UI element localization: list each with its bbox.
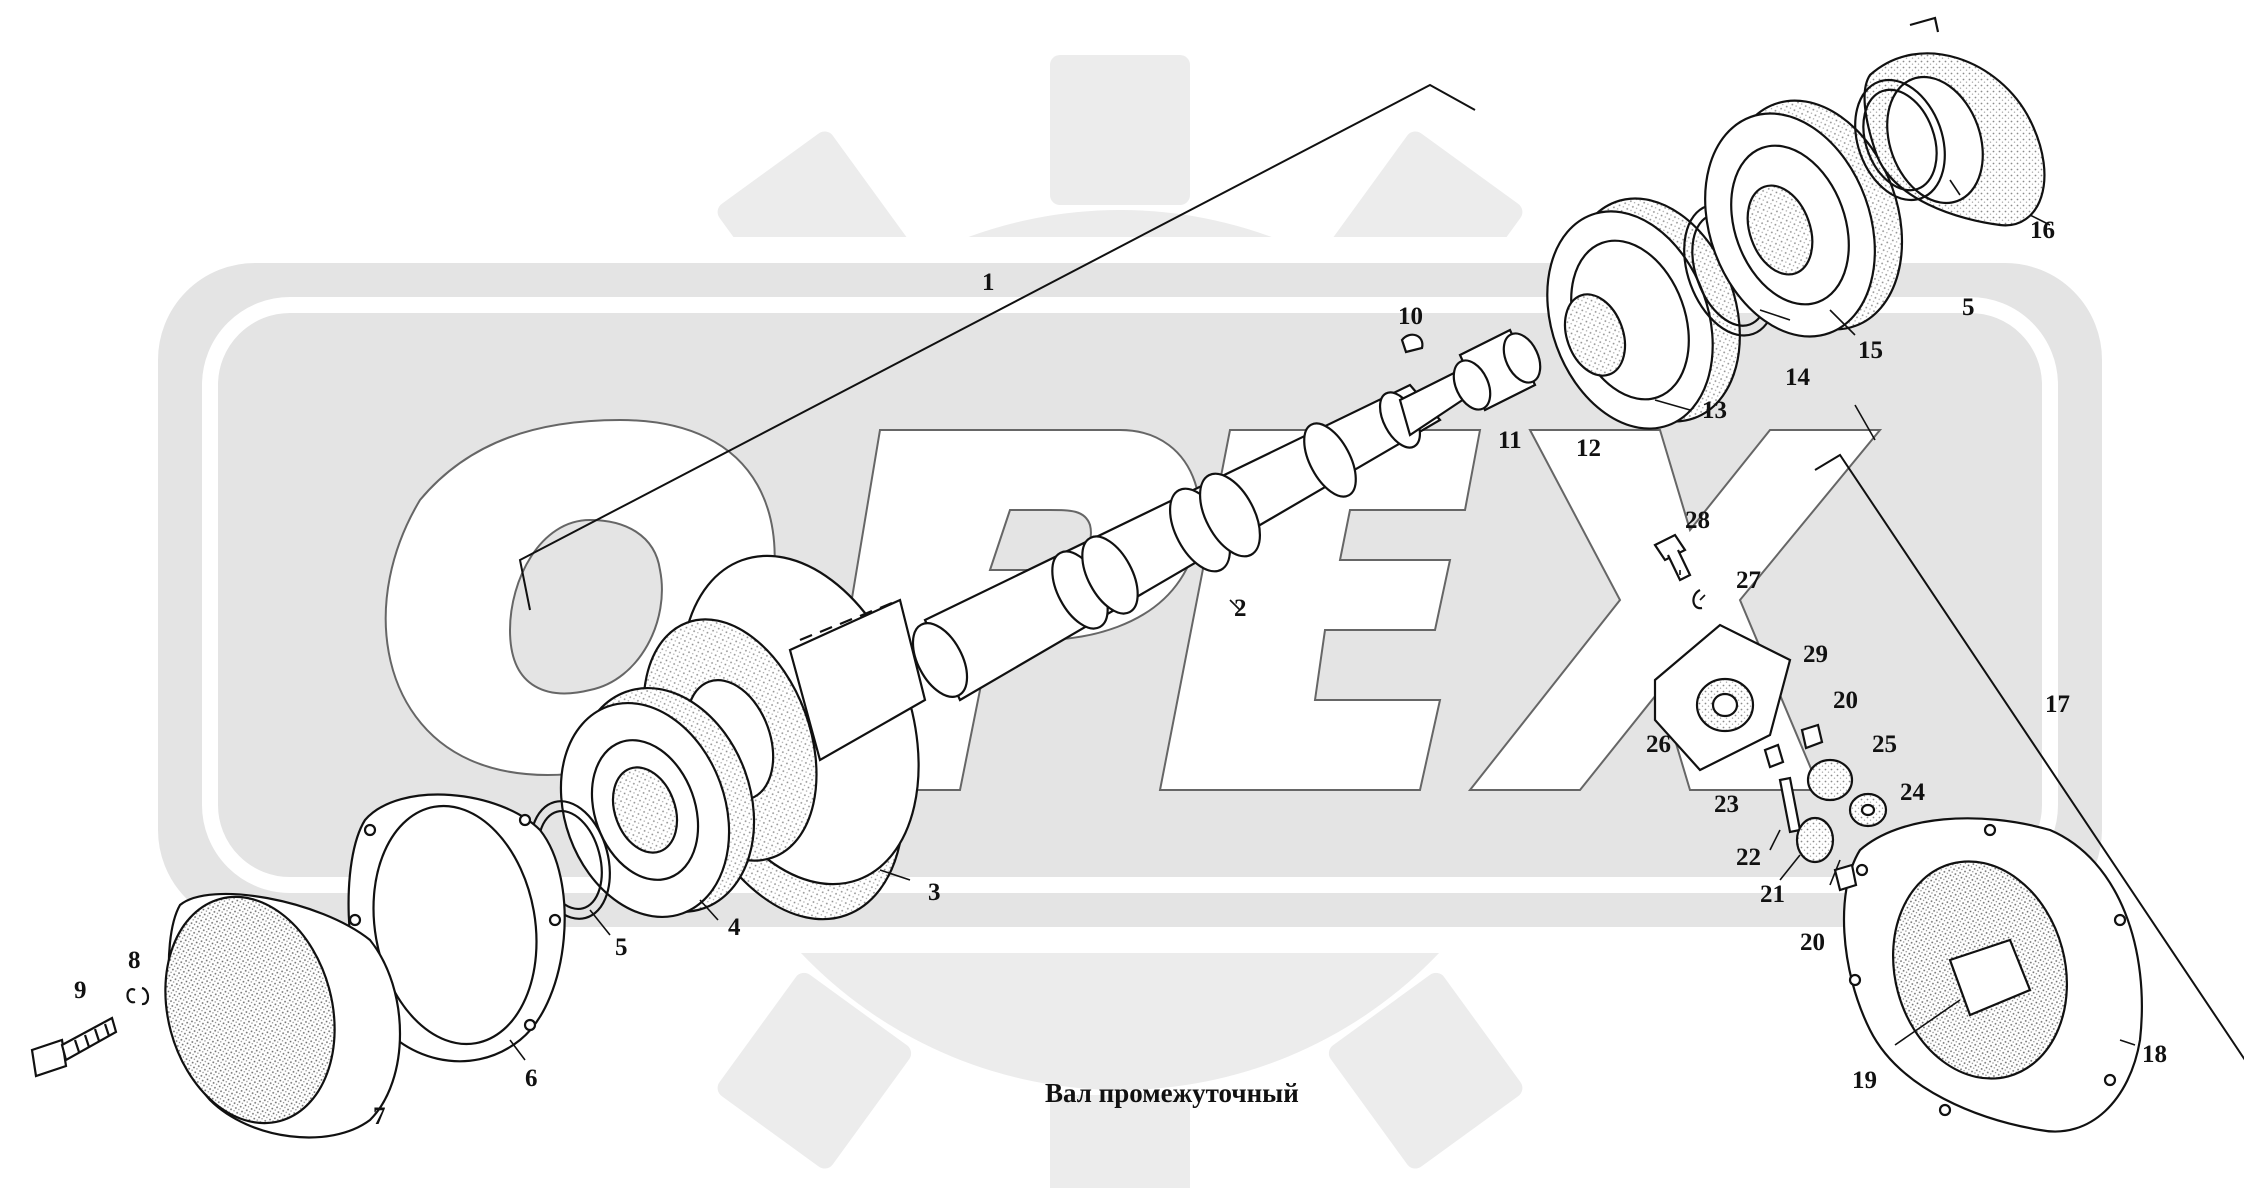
callout-6: 6 [525,1065,538,1092]
callout-22: 22 [1736,844,1761,871]
front-cover [164,892,401,1139]
outer-bearing [1704,99,1904,338]
callout-15: 15 [1858,337,1883,364]
callout-28: 28 [1685,507,1710,534]
front-bearing [559,686,756,919]
callout-7: 7 [373,1103,386,1130]
callout-14: 14 [1785,364,1811,391]
callout-11: 11 [1498,427,1522,454]
roller-bushing [1452,328,1542,412]
callout-12: 12 [1576,435,1601,462]
intermediate-shaft [911,368,1472,702]
callout-29: 29 [1803,641,1828,668]
callout-10: 10 [1398,303,1423,330]
callout-2: 2 [1234,595,1247,622]
callout-leaders [509,179,2136,1061]
callout-27: 27 [1736,567,1761,594]
callout-25: 25 [1872,731,1897,758]
callout-19: 19 [1852,1067,1877,1094]
callout-21: 21 [1760,881,1785,908]
assembly-leaders [518,83,2244,1061]
callout-23: 23 [1714,791,1739,818]
lock-washer [126,986,150,1006]
callout-18: 18 [2142,1041,2167,1068]
retainer-plate [1854,16,2046,227]
callout-24: 24 [1900,779,1926,806]
bolt [30,1016,118,1078]
woodruff-key [1400,333,1424,354]
callout-13: 13 [1702,397,1727,424]
callout-20-upper: 20 [1833,687,1858,714]
callout-26: 26 [1646,731,1671,758]
callout-3: 3 [928,879,941,906]
callout-1: 1 [982,269,995,296]
callout-5-rear: 5 [1962,294,1975,321]
callout-labels: 1 2 3 4 5 5 6 7 8 9 10 11 12 13 14 15 16… [74,217,2167,1130]
callout-9: 9 [74,977,87,1004]
callout-16: 16 [2030,217,2055,244]
callout-20-lower: 20 [1800,929,1825,956]
speedometer-drive-parts [1653,533,1888,892]
callout-4: 4 [728,914,741,941]
drive-gear [642,554,927,921]
callout-8: 8 [128,947,141,974]
callout-17: 17 [2045,691,2070,718]
diagram-caption: Вал промежуточный [1045,1078,1299,1108]
rear-housing [1842,817,2143,1133]
callout-5-front: 5 [615,934,628,961]
